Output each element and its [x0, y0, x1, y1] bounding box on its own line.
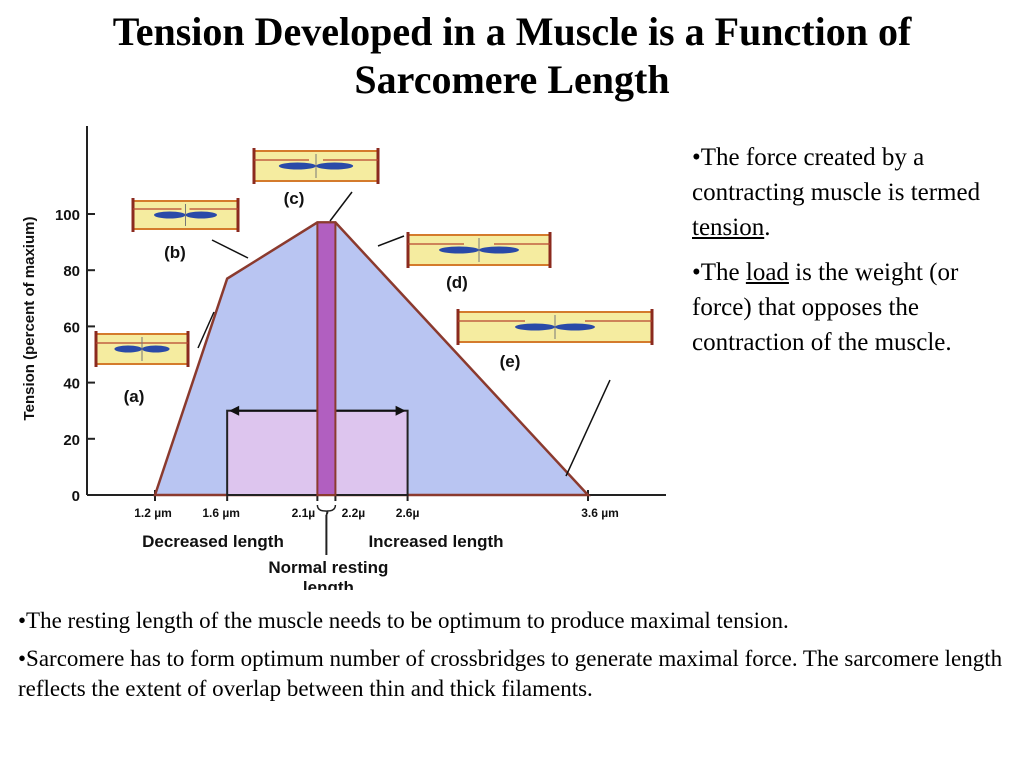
x-tick-label-1: 1.6 µm	[202, 506, 240, 520]
thick-filament-right	[185, 211, 217, 219]
bullet-load-text: •The	[692, 259, 746, 286]
y-tick-label-0: 0	[72, 488, 80, 505]
y-tick-label-100: 100	[55, 207, 80, 224]
resting-bracket	[316, 504, 337, 516]
sarcomere-label-e: (e)	[500, 352, 521, 371]
sarcomere-label-b: (b)	[164, 243, 186, 262]
bullet-crossbridges: •Sarcomere has to form optimum number of…	[18, 646, 1003, 701]
slide-title: Tension Developed in a Muscle is a Funct…	[0, 8, 1024, 104]
bullet-tension-text: •The force created by a contracting musc…	[692, 144, 981, 206]
sarcomere-label-d: (d)	[446, 273, 468, 292]
optimal-band	[316, 221, 337, 497]
normal-resting-label-line2: length	[303, 578, 354, 590]
thick-filament-left	[154, 211, 186, 219]
sarcomere-d: (d)	[377, 232, 552, 292]
y-axis-title: Tension (percent of maxium)	[21, 217, 38, 421]
x-tick-label-2: 2.1µ	[292, 506, 316, 520]
thick-filament-right	[479, 246, 519, 254]
thick-filament-right	[316, 162, 354, 170]
length-tension-chart: 0 20 40 60 80 100 (a) (b) (c) (d) (e) Tension (pe…	[21, 126, 666, 590]
bullet-load: •The load is the weight (or force) that …	[692, 255, 1017, 360]
increased-length-label: Increased length	[368, 532, 503, 551]
thick-filament-right	[142, 345, 170, 353]
sarcomere-pointer	[211, 239, 249, 259]
sarcomere-label-c: (c)	[284, 189, 305, 208]
thick-filament-left	[114, 345, 142, 353]
sarcomere-pointer	[197, 311, 215, 349]
thick-filament-right	[555, 323, 595, 331]
thick-filament-left	[515, 323, 555, 331]
y-tick-label-40: 40	[63, 376, 80, 393]
bullet-tension: •The force created by a contracting musc…	[692, 140, 1017, 245]
title-line-1: Tension Developed in a Muscle is a Funct…	[112, 9, 912, 54]
bullet-load-suffix: is the weight (or force) that opposes th…	[692, 259, 959, 356]
sarcomere-label-a: (a)	[124, 387, 145, 406]
x-tick-label-3: 2.2µ	[342, 506, 366, 520]
overlap-arrowhead-right	[395, 405, 406, 416]
normal-resting-label-line1: Normal resting	[268, 558, 388, 577]
sarcomere-pointer	[565, 379, 611, 477]
decreased-length-label: Decreased length	[142, 532, 284, 551]
thick-filament-left	[439, 246, 479, 254]
sarcomere-e: (e)	[456, 309, 654, 477]
right-bullet-list: •The force created by a contracting musc…	[692, 140, 1017, 370]
bottom-bullet-list: •The resting length of the muscle needs …	[18, 606, 1018, 712]
term-load: load	[745, 259, 789, 286]
sarcomere-b: (b)	[131, 198, 249, 262]
thick-filament-left	[278, 162, 316, 170]
sarcomere-c: (c)	[252, 148, 380, 222]
bullet-tension-suffix: .	[764, 214, 771, 241]
y-tick-label-20: 20	[63, 432, 80, 449]
sarcomere-pointer	[377, 235, 405, 247]
y-tick-label-80: 80	[63, 263, 80, 280]
x-tick-label-4: 2.6µ	[396, 506, 420, 520]
bullet-resting-length: •The resting length of the muscle needs …	[18, 608, 789, 633]
term-tension: tension	[692, 214, 765, 241]
x-tick-label-5: 3.6 µm	[581, 506, 619, 520]
sarcomere-a: (a)	[94, 311, 215, 406]
sarcomere-pointer	[329, 191, 353, 222]
x-tick-label-0: 1.2 µm	[134, 506, 172, 520]
overlap-arrowhead-left	[229, 405, 240, 416]
y-tick-label-60: 60	[63, 319, 80, 336]
title-line-2: Sarcomere Length	[354, 57, 670, 102]
